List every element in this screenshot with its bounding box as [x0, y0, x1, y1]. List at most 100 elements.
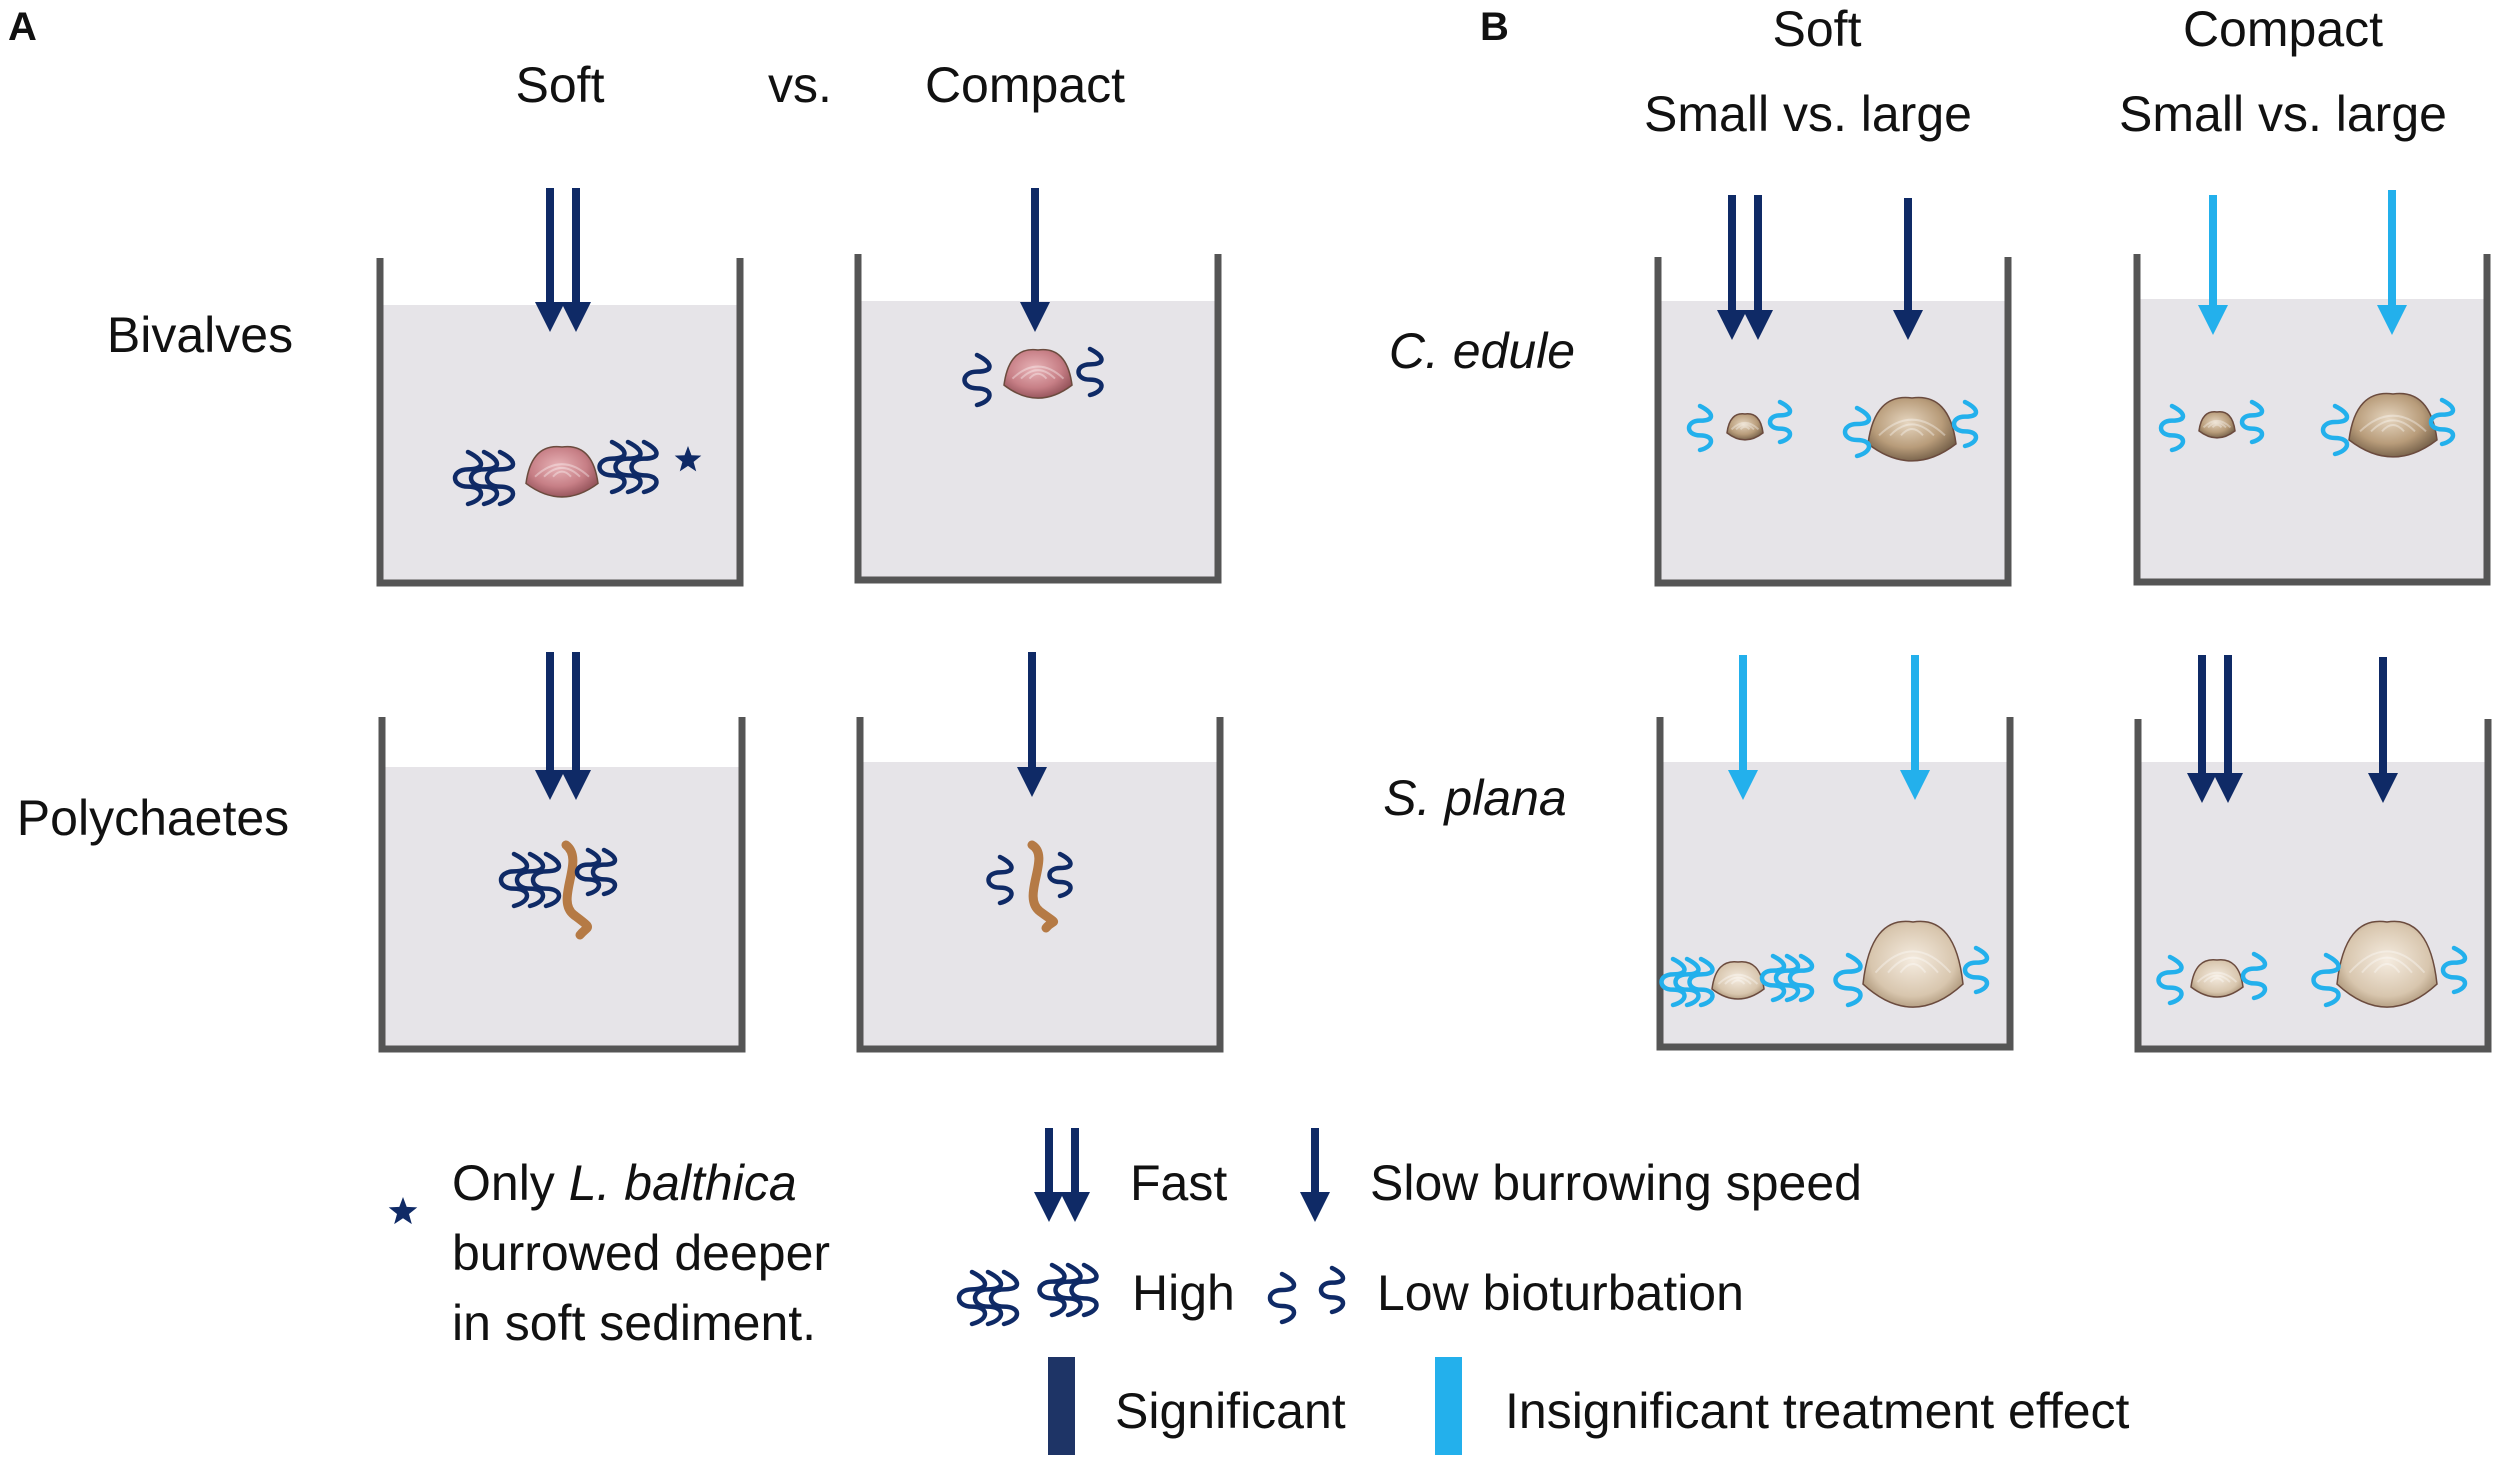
b-compact-cedule-small-clam — [2198, 411, 2236, 439]
b-soft-splana-large-clam-ridge-3 — [1874, 950, 1952, 974]
b-compact-splana-large-arrow-head — [2368, 773, 2398, 803]
a-compact-bivalve-clam — [1003, 348, 1073, 399]
b-soft-splana-sediment — [1660, 762, 2010, 1047]
b-soft-splana-small-clam — [1711, 961, 1765, 1000]
a-soft-bivalve-clam-ridge-2 — [543, 466, 581, 478]
a-soft-polychaete-squiggle-left-2 — [514, 851, 546, 909]
b-soft-splana-large-clam-body — [1862, 920, 1964, 1008]
a-soft-bivalves-tank — [376, 258, 744, 587]
b-compact-splana-small-clam — [2190, 959, 2244, 998]
b-soft-splana-small-clam-body — [1711, 961, 1765, 1000]
a-soft-bivalves-sediment — [380, 305, 740, 583]
b-soft-splana-small-squiggle-right-3 — [1787, 953, 1815, 1003]
b-soft-splana-small-clam-ridge-2 — [1724, 976, 1752, 985]
b-soft-cedule-small-arrow-left — [1717, 195, 1747, 340]
panel-b-row2: S. plana — [1383, 770, 1566, 826]
b-compact-splana-small-clam-body — [2190, 959, 2244, 998]
legend-significant-swatch — [1048, 1357, 1075, 1455]
legend-star-note-line3: in soft sediment. — [452, 1295, 816, 1351]
a-compact-polychaete-worm — [1027, 840, 1058, 933]
b-soft-cedule-small-clam-ridge-1 — [1739, 425, 1751, 431]
legend-slow-arrow-icon — [1300, 1128, 1330, 1222]
b-compact-splana-large-squiggle-left — [2311, 952, 2341, 1008]
panel-b-letter: B — [1480, 5, 1509, 49]
legend: Only L. balthica burrowed deeper in soft… — [388, 1128, 2130, 1455]
legend-fast-arrow-icon-left-head — [1034, 1192, 1064, 1222]
a-soft-polychaete-squiggle-left-1 — [498, 851, 530, 909]
panel-b-col1-top: Soft — [1773, 1, 1862, 57]
panel-b-col1-sub: Small vs. large — [1644, 86, 1972, 142]
b-soft-splana-small-squiggle-right-1 — [1759, 953, 1787, 1003]
b-compact-splana-large-clam-ridge-3 — [2348, 950, 2426, 974]
panel-a-row-bivalves: Bivalves — [107, 307, 293, 363]
b-compact-cedule-small-squiggle-right — [2239, 399, 2265, 445]
a-compact-bivalves-arrow-head — [1020, 302, 1050, 332]
a-compact-bivalves-arrow — [1020, 188, 1050, 332]
a-soft-bivalve-squiggle-left-2 — [468, 449, 500, 507]
b-soft-cedule-large-clam-ridge-2 — [1889, 423, 1935, 437]
a-soft-bivalve-clam-ridge-1 — [552, 470, 572, 478]
b-soft-cedule-small-arrow-left-head — [1717, 310, 1747, 340]
a-compact-bivalve-clam-ridge-2 — [1020, 369, 1056, 380]
b-soft-cedule-small-clam-body — [1726, 413, 1764, 441]
a-soft-bivalve-squiggle-right-2 — [613, 439, 643, 495]
b-compact-splana-small-arrow-left — [2187, 655, 2217, 803]
b-compact-splana-large-clam-ridge-1 — [2373, 962, 2401, 974]
b-soft-cedule-small-arrow-right-head — [1743, 310, 1773, 340]
legend-high-squiggle-a-1 — [956, 1269, 988, 1327]
b-soft-splana-large-squiggle-right — [1962, 945, 1990, 995]
b-soft-splana-small-squiggle-left-2 — [1673, 956, 1701, 1008]
a-compact-bivalves-wall — [854, 254, 1222, 584]
b-compact-splana-small-arrow-right-head — [2213, 773, 2243, 803]
a-compact-bivalve-clam-body — [1003, 348, 1073, 399]
legend-low-squiggle-b — [1318, 1265, 1346, 1315]
b-compact-splana-small-arrow-right — [2213, 655, 2243, 803]
a-compact-bivalves-sediment — [858, 301, 1218, 580]
b-compact-cedule-large-clam-ridge-3 — [2359, 414, 2427, 433]
b-compact-cedule-large-clam-ridge-1 — [2381, 424, 2405, 433]
b-soft-splana-small-squiggle-left-1 — [1659, 956, 1687, 1008]
b-compact-cedule-small-clam-body — [2198, 411, 2236, 439]
legend-slow-arrow-icon-head — [1300, 1192, 1330, 1222]
b-compact-cedule-large-arrow-head — [2377, 305, 2407, 335]
a-soft-bivalves-wall — [376, 258, 744, 587]
b-compact-splana-small-clam-ridge-1 — [2209, 977, 2225, 983]
b-soft-cedule-small-clam-ridge-2 — [1735, 423, 1755, 431]
panel-a-vs: vs. — [768, 57, 832, 113]
b-compact-splana-small-arrow-left-head — [2187, 773, 2217, 803]
legend-star-note-line2: burrowed deeper — [452, 1225, 830, 1281]
b-compact-cedule-large-arrow — [2377, 190, 2407, 335]
panel-b-col2-top: Compact — [2183, 1, 2383, 57]
b-compact-cedule-small-squiggle-left — [2158, 403, 2186, 453]
legend-high-squiggle-a-3 — [988, 1269, 1020, 1327]
b-soft-cedule-large-arrow — [1893, 198, 1923, 340]
a-soft-polychaetes-arrow-right-head — [561, 770, 591, 800]
a-soft-polychaetes-arrow-right — [561, 652, 591, 800]
a-soft-polychaetes-wall — [378, 717, 746, 1053]
a-compact-bivalve-squiggle-left — [962, 352, 992, 408]
a-compact-polychaete-squiggle-left — [986, 854, 1014, 906]
b-compact-cedule-small-clam-ridge-3 — [2202, 419, 2232, 429]
b-compact-cedule-small-arrow — [2198, 195, 2228, 335]
b-compact-cedule-large-squiggle-left — [2320, 403, 2350, 457]
legend-star-icon — [388, 1197, 418, 1225]
legend-low-label: Low bioturbation — [1377, 1265, 1744, 1321]
b-soft-splana-small-arrow — [1728, 655, 1758, 800]
b-compact-splana-large-clam-body — [2336, 920, 2438, 1008]
b-soft-cedule-large-squiggle-right — [1951, 399, 1979, 449]
b-soft-cedule-large-squiggle-left — [1842, 405, 1872, 459]
panel-a-col-compact: Compact — [925, 57, 1125, 113]
a-soft-bivalve-clam — [525, 445, 599, 498]
a-compact-polychaetes-arrow — [1017, 652, 1047, 797]
b-compact-splana-wall — [2134, 719, 2492, 1053]
a-soft-polychaetes-sediment — [382, 767, 742, 1049]
a-soft-bivalves-arrow-right — [561, 188, 591, 332]
b-soft-cedule-small-clam-ridge-3 — [1730, 421, 1760, 431]
legend-slow-label: Slow burrowing speed — [1370, 1155, 1862, 1211]
b-soft-splana-large-clam-ridge-2 — [1887, 956, 1939, 974]
b-soft-splana-large-squiggle-left — [1833, 952, 1863, 1008]
a-soft-bivalves-arrow-right-head — [561, 302, 591, 332]
b-compact-splana-sediment — [2138, 762, 2488, 1049]
b-soft-cedule-large-clam-ridge-3 — [1878, 418, 1946, 437]
legend-high-squiggle-b-1 — [1037, 1262, 1067, 1318]
